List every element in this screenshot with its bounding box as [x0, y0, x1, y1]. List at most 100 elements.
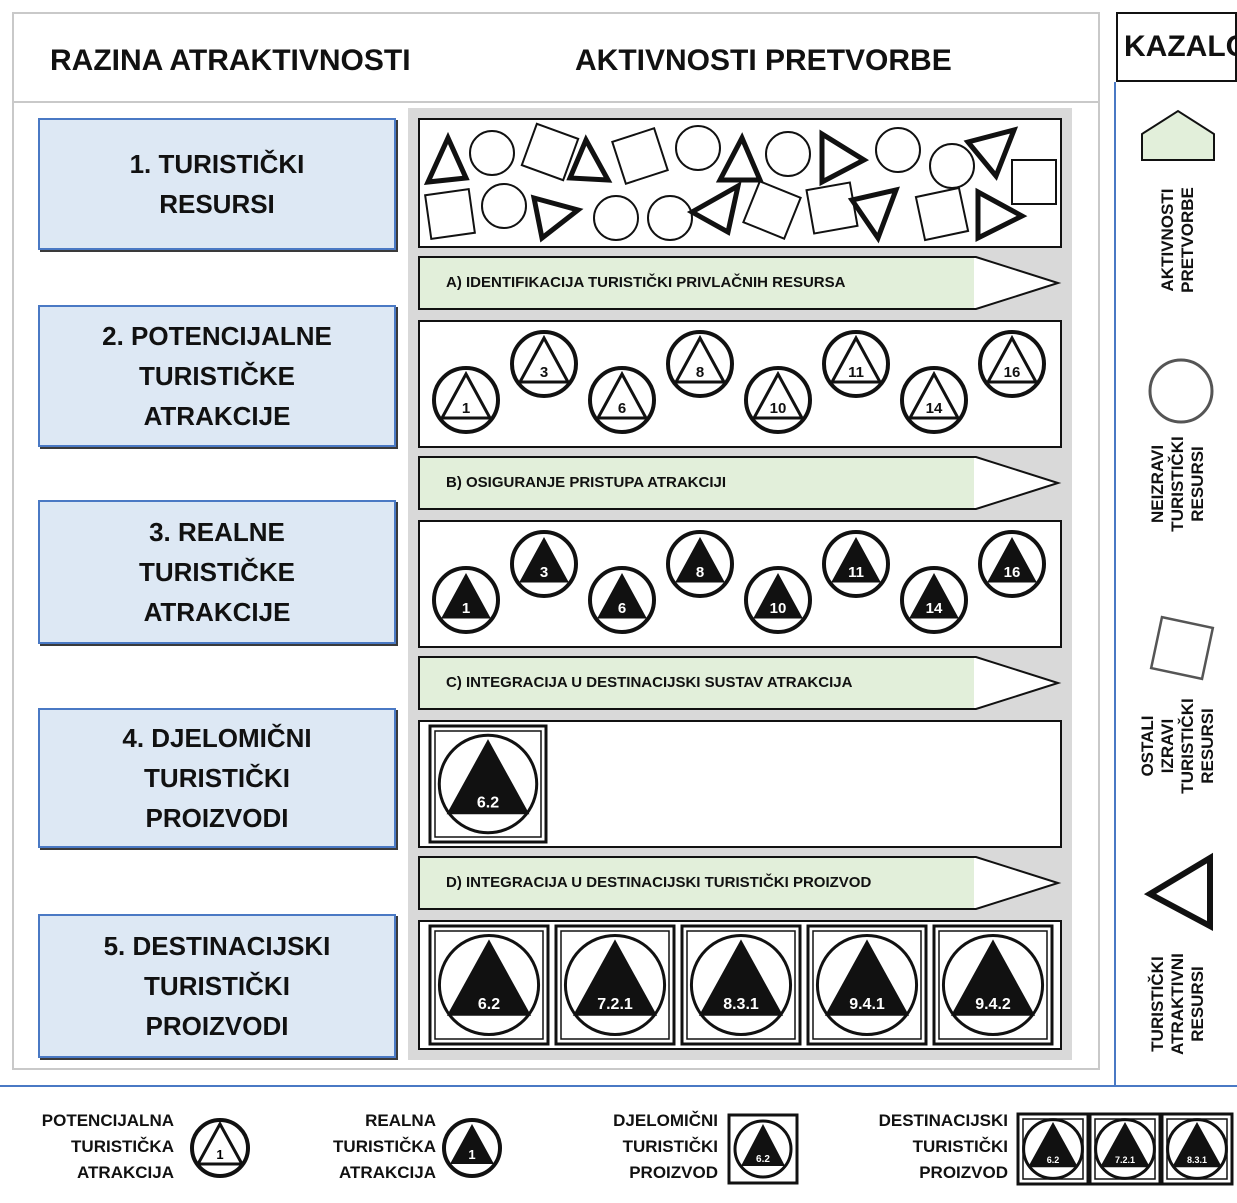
- real-attraction-item: 6: [588, 566, 656, 634]
- partial-product-number: 6.2: [477, 794, 499, 811]
- potential-attraction-number: 1: [216, 1147, 223, 1162]
- partial-products-panel: 6.2: [418, 720, 1062, 848]
- potential-attraction-item: 16: [978, 330, 1046, 398]
- activity-d-arrow: D) INTEGRACIJA U DESTINACIJSKI TURISTIČK…: [418, 856, 1062, 910]
- destination-product-number: 6.2: [478, 996, 500, 1013]
- potential-attraction-number: 16: [1004, 364, 1021, 381]
- potential-attraction-item: 3: [510, 330, 578, 398]
- resource-square-icon: [424, 188, 476, 240]
- real-attraction-item: 10: [744, 566, 812, 634]
- real-attraction-item: 14: [900, 566, 968, 634]
- resource-square-icon: [611, 127, 669, 185]
- resource-square-icon: [520, 122, 580, 182]
- resource-circle-icon: [875, 127, 921, 173]
- potential-attraction-number: 6: [618, 400, 626, 417]
- pentagon-arrow-icon: [418, 856, 1062, 910]
- resource-triangle-icon: [819, 129, 870, 187]
- destination-product-number: 9.4.2: [975, 996, 1011, 1013]
- bottom-destination-product: 6.2: [1016, 1112, 1090, 1186]
- level-4-box: 4. DJELOMIČNI TURISTIČKI PROIZVODI: [38, 708, 396, 848]
- potential-attraction-number: 14: [926, 400, 943, 417]
- level-3-label: 3. REALNE TURISTIČKE ATRAKCIJE: [139, 517, 295, 627]
- potential-attraction-number: 10: [770, 400, 787, 417]
- activity-c-label: C) INTEGRACIJA U DESTINACIJSKI SUSTAV AT…: [446, 674, 853, 691]
- partial-products-shapes: 6.2: [428, 724, 548, 844]
- bottom-legend-partial-label: DJELOMIČNI TURISTIČKI PROIZVOD: [613, 1111, 718, 1182]
- real-attraction-item: 8: [666, 530, 734, 598]
- bottom-legend-destination-label: DESTINACIJSKI TURISTIČKI PROIZVOD: [878, 1111, 1008, 1182]
- resource-square-icon: [914, 186, 970, 242]
- activity-b-label: B) OSIGURANJE PRISTUPA ATRAKCIJI: [446, 474, 727, 491]
- level-2-box: 2. POTENCIJALNE TURISTIČKE ATRAKCIJE: [38, 305, 396, 447]
- real-attraction-icon: 1: [442, 1118, 502, 1178]
- real-attraction-number: 14: [926, 600, 943, 617]
- destination-products-panel: 6.2 7.2.1 8.3.1 9.4.1 9.4.2: [418, 920, 1062, 1050]
- resource-triangle-icon: [566, 134, 613, 183]
- destination-product: 6.2: [428, 924, 550, 1046]
- potential-attraction-number: 8: [696, 364, 704, 381]
- partial-product-number: 6.2: [756, 1154, 770, 1165]
- resource-square-icon: [805, 181, 859, 235]
- header-activity-title: AKTIVNOSTI PRETVORBE: [575, 44, 952, 77]
- bottom-destination-product-number: 7.2.1: [1115, 1155, 1135, 1165]
- activity-a-arrow: A) IDENTIFIKACIJA TURISTIČKI PRIVLAČNIH …: [418, 256, 1062, 310]
- real-attraction-number: 10: [770, 600, 787, 617]
- real-attraction-number: 3: [540, 564, 548, 581]
- activity-a-label: A) IDENTIFIKACIJA TURISTIČKI PRIVLAČNIH …: [446, 274, 846, 291]
- header-separator: [12, 101, 1100, 103]
- real-attraction-number: 6: [618, 600, 626, 617]
- activity-b-arrow: B) OSIGURANJE PRISTUPA ATRAKCIJI: [418, 456, 1062, 510]
- pentagon-arrow-icon: [418, 656, 1062, 710]
- potential-attraction-item: 1: [432, 366, 500, 434]
- resource-triangle-icon: [423, 131, 470, 185]
- resource-circle-icon: [675, 125, 721, 171]
- circle-icon: [1148, 358, 1214, 424]
- triangle-icon: [1143, 852, 1213, 931]
- destination-product-number: 9.4.1: [849, 996, 885, 1013]
- real-attraction-number: 1: [468, 1147, 475, 1162]
- bottom-legend-real-label: REALNA TURISTIČKA ATRAKCIJA: [333, 1111, 436, 1182]
- square-icon: [1149, 615, 1215, 681]
- resource-triangle-icon: [963, 126, 1019, 181]
- real-attraction-number: 8: [696, 564, 704, 581]
- partial-product: 6.2: [428, 724, 548, 844]
- potential-attraction-number: 1: [462, 400, 470, 417]
- level-1-box: 1. TURISTIČKI RESURSI: [38, 118, 396, 250]
- legend-triangle-label: TURISTIČKI ATRAKTIVNI RESURSI: [1148, 953, 1207, 1055]
- level-2-label: 2. POTENCIJALNE TURISTIČKE ATRAKCIJE: [102, 321, 332, 431]
- resource-circle-icon: [481, 183, 527, 229]
- real-attraction-number: 16: [1004, 564, 1021, 581]
- potential-attraction-item: 10: [744, 366, 812, 434]
- level-1-label: 1. TURISTIČKI RESURSI: [129, 149, 305, 219]
- potential-attraction-number: 3: [540, 364, 548, 381]
- destination-product-number: 7.2.1: [597, 996, 633, 1013]
- potential-attraction-item: 6: [588, 366, 656, 434]
- level-5-box: 5. DESTINACIJSKI TURISTIČKI PROIZVODI: [38, 914, 396, 1058]
- legend-title: KAZALO: [1116, 12, 1237, 82]
- resource-circle-icon: [469, 130, 515, 176]
- legend-square-label: OSTALI IZRAVI TURISTIČKI RESURSI: [1138, 698, 1217, 794]
- bottom-legend-separator: [0, 1085, 1237, 1087]
- bottom-destination-product-number: 6.2: [1047, 1155, 1060, 1165]
- resource-triangle-icon: [715, 132, 764, 183]
- resource-circle-icon: [929, 143, 975, 189]
- pentagon-arrow-icon: [418, 456, 1062, 510]
- resource-triangle-icon: [847, 186, 900, 244]
- destination-product: 8.3.1: [680, 924, 802, 1046]
- destination-products-shapes: 6.2 7.2.1 8.3.1 9.4.1 9.4.2: [428, 924, 1054, 1046]
- destination-product: 9.4.2: [932, 924, 1054, 1046]
- resources-shapes: [423, 122, 1057, 244]
- destination-product-number: 8.3.1: [723, 996, 759, 1013]
- level-5-label: 5. DESTINACIJSKI TURISTIČKI PROIZVODI: [103, 931, 331, 1041]
- destination-product: 7.2.1: [554, 924, 676, 1046]
- pentagon-arrow-icon: [1141, 109, 1215, 161]
- real-attraction-item: 1: [432, 566, 500, 634]
- real-attraction-item: 11: [822, 530, 890, 598]
- bottom-legend-potential-label: POTENCIJALNA TURISTIČKA ATRAKCIJA: [41, 1111, 174, 1182]
- resource-circle-icon: [593, 195, 639, 241]
- bottom-destination-product: 7.2.1: [1088, 1112, 1162, 1186]
- real-attractions-shapes: 1 3 6 8 10 11 14 16: [432, 530, 1046, 634]
- real-attractions-panel: 1 3 6 8 10 11 14 16: [418, 520, 1062, 648]
- level-3-box: 3. REALNE TURISTIČKE ATRAKCIJE: [38, 500, 396, 644]
